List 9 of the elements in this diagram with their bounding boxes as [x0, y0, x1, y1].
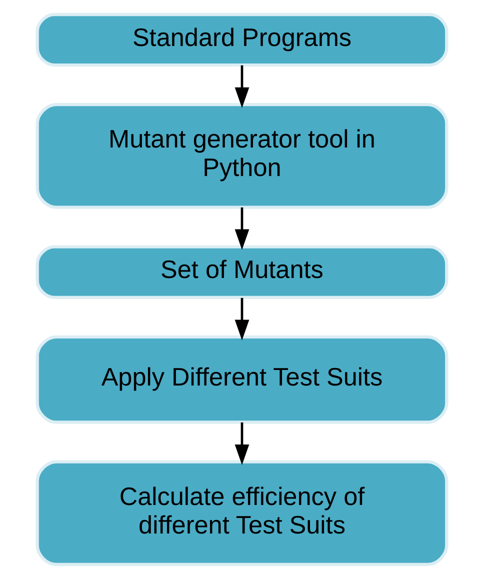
arrow — [234, 422, 250, 466]
node-box: Apply Different Test Suits — [36, 335, 448, 424]
node-box: Calculate efficiency of different Test Suits — [36, 460, 448, 566]
arrow — [234, 65, 250, 108]
node-box: Set of Mutants — [36, 245, 448, 299]
arrow — [234, 298, 250, 340]
node-box: Mutant generator tool in Python — [36, 103, 448, 209]
arrow — [234, 207, 250, 250]
node-box: Standard Programs — [36, 12, 448, 67]
